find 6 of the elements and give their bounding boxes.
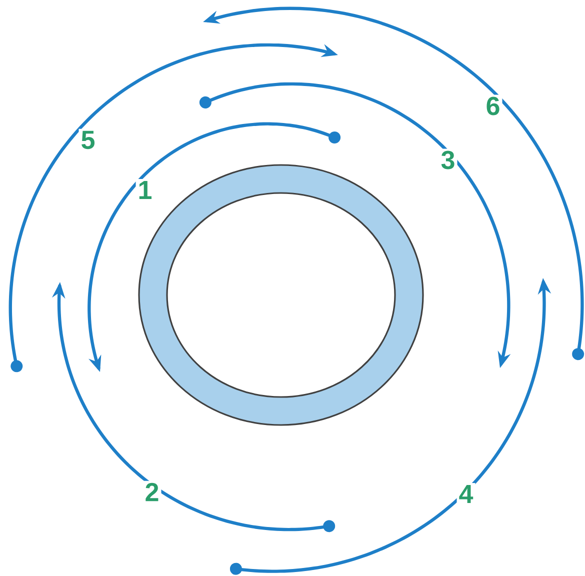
- arrow-number: 1: [136, 179, 154, 201]
- arrow-number: 6: [484, 94, 502, 118]
- arrow-number: 5: [78, 128, 98, 152]
- arrow-number: 4: [456, 483, 476, 505]
- arrow-number: 3: [438, 148, 458, 172]
- arrow-number: 2: [142, 480, 162, 504]
